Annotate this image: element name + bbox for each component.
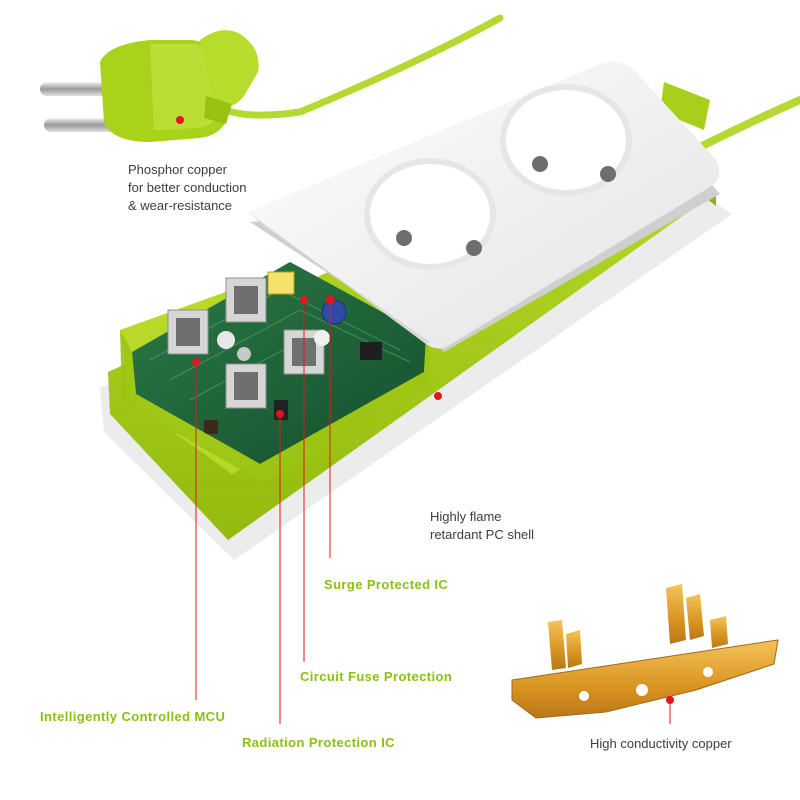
callout-markers bbox=[176, 116, 674, 724]
copper-contact-strip bbox=[511, 584, 779, 719]
label-copper-strip: High conductivity copper bbox=[590, 736, 732, 751]
label-flame-retardant-line2: retardant PC shell bbox=[430, 527, 535, 542]
label-phosphor-copper: Phosphor copper for better conduction & … bbox=[128, 161, 247, 215]
label-flame-retardant: Highly flame retardant PC shell bbox=[430, 508, 534, 544]
label-circuit-fuse: Circuit Fuse Protection bbox=[300, 669, 453, 684]
round-socket-icon bbox=[364, 84, 632, 270]
label-radiation: Radiation Protection IC bbox=[242, 735, 395, 750]
label-phosphor-copper-line2: for better conduction bbox=[128, 180, 247, 195]
label-flame-retardant-line1: Highly flame bbox=[430, 509, 502, 524]
label-phosphor-copper-line3: & wear-resistance bbox=[128, 198, 233, 213]
label-mcu: Intelligently Controlled MCU bbox=[40, 709, 226, 724]
label-surge-protected: Surge Protected IC bbox=[324, 577, 449, 592]
label-phosphor-copper-line1: Phosphor copper bbox=[128, 162, 228, 177]
euro-plug-icon bbox=[40, 30, 259, 142]
power-cord bbox=[206, 14, 800, 156]
